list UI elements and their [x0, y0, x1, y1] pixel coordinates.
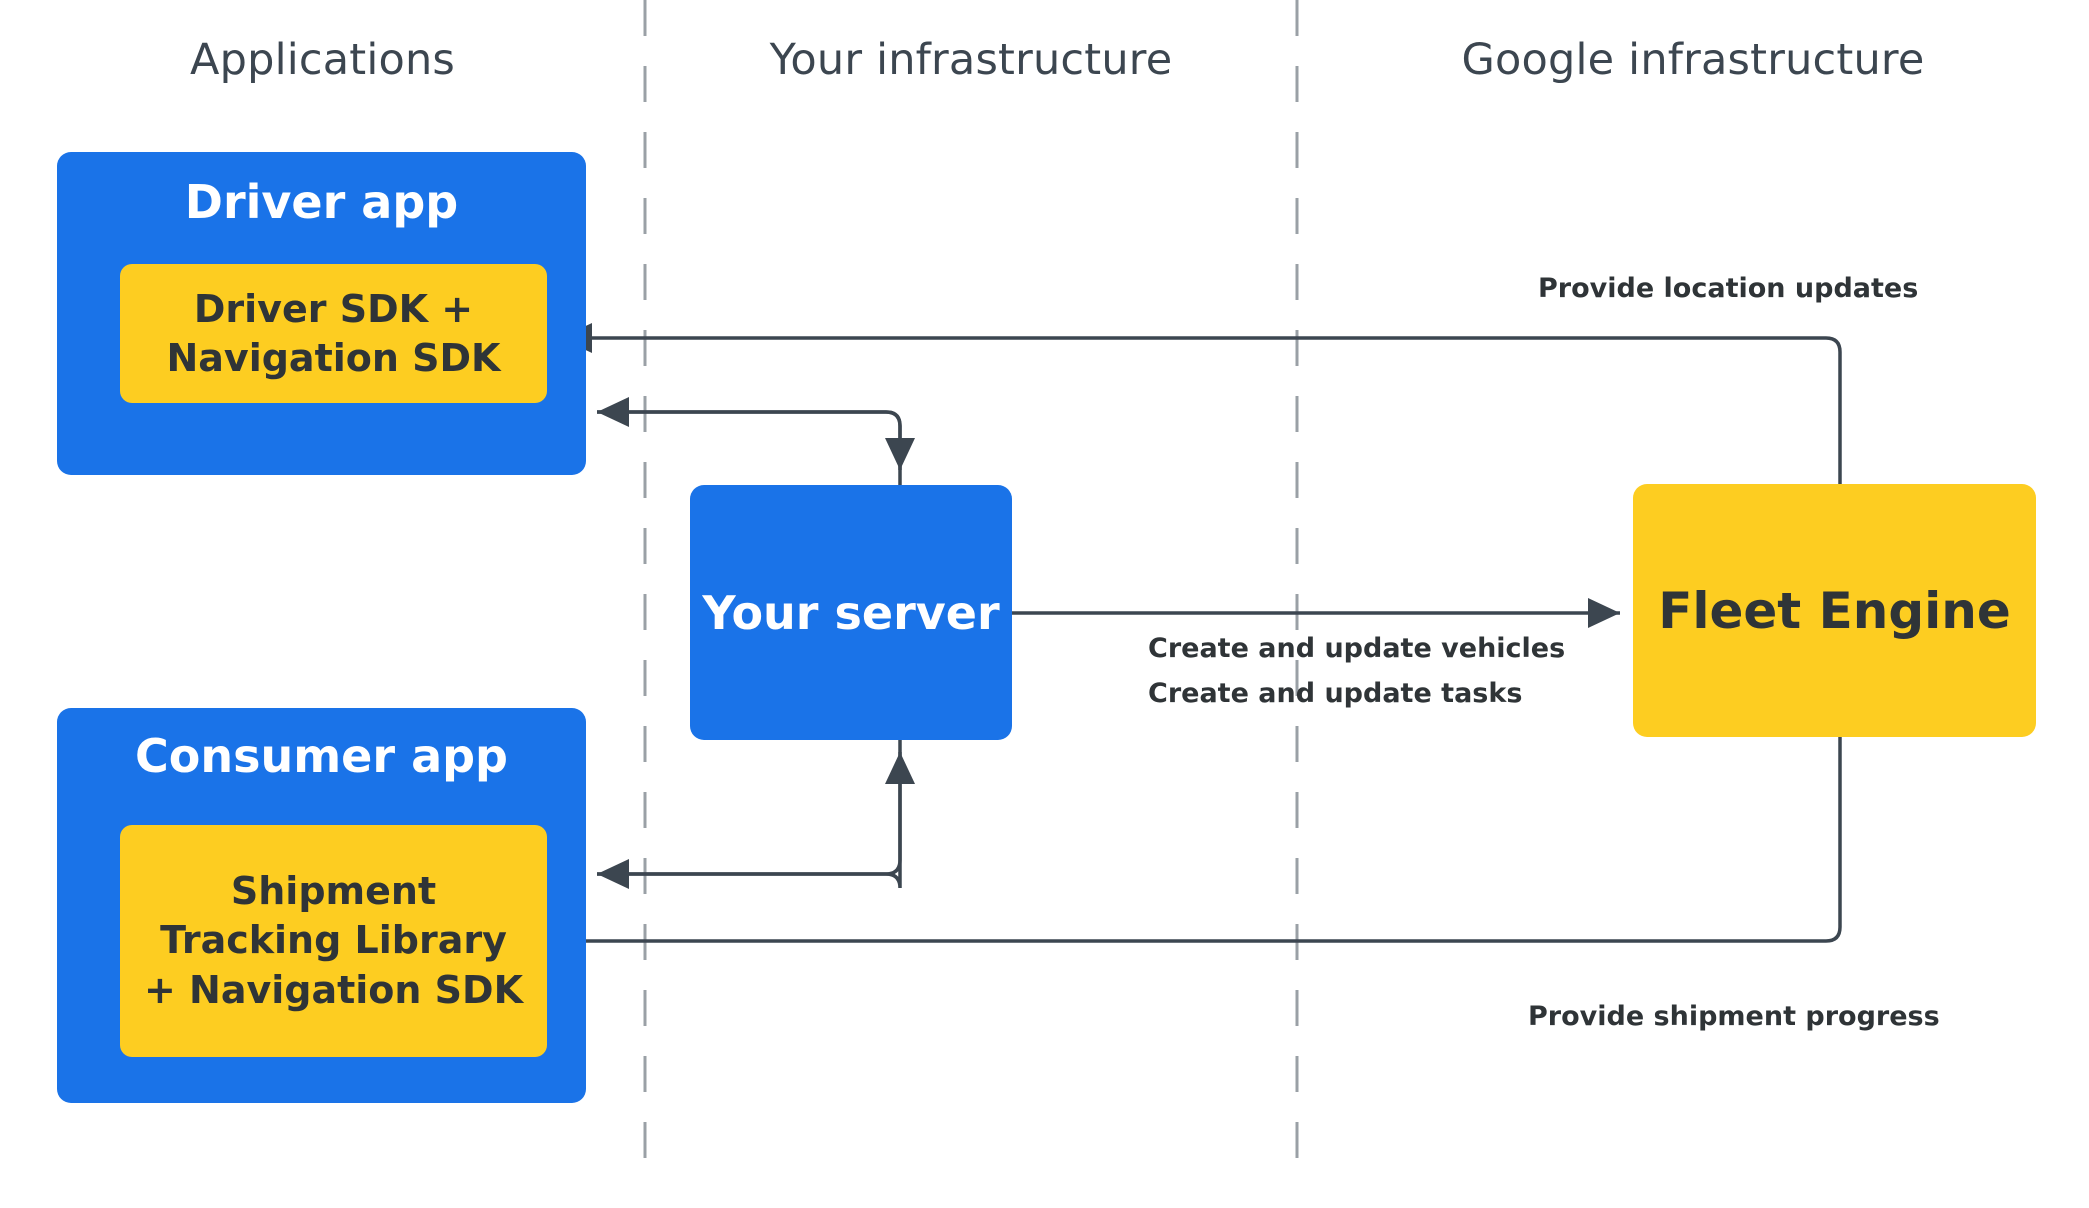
- node-your-server[interactable]: Your server: [690, 485, 1012, 740]
- driver-sdk-label: Driver SDK + Navigation SDK: [166, 285, 500, 382]
- edge-server-to-consumer: [597, 740, 902, 889]
- edge-label-create-and-update-vehicles: Create and update vehicles: [1148, 633, 1566, 664]
- edge-server-to-driver: [597, 397, 902, 485]
- shipment-tracking-library-label: Shipment Tracking Library + Navigation S…: [144, 867, 523, 1015]
- edge-label-provide-shipment-progress: Provide shipment progress: [1528, 1001, 1940, 1032]
- edge-consumer-to-server: [597, 752, 915, 876]
- edge-label-provide-location-updates: Provide location updates: [1538, 273, 1919, 304]
- stl-line-3: + Navigation SDK: [143, 967, 524, 1012]
- your-server-label: Your server: [702, 585, 1000, 640]
- fleet-engine-label: Fleet Engine: [1658, 581, 2011, 640]
- zone-title-applications: Applications: [189, 35, 456, 85]
- edge-driver-to-server: [597, 410, 915, 470]
- edge-provide-location-updates: [560, 323, 1842, 484]
- driver-app-label: Driver app: [184, 175, 459, 229]
- stl-line-2: Tracking Library: [160, 918, 507, 963]
- node-driver-sdk[interactable]: Driver SDK + Navigation SDK: [120, 264, 547, 403]
- edge-provide-shipment-progress: [554, 737, 1842, 956]
- driver-sdk-line-1: Driver SDK +: [193, 286, 474, 331]
- zone-title-your-infrastructure: Your infrastructure: [769, 35, 1173, 85]
- edge-label-create-and-update-tasks: Create and update tasks: [1148, 678, 1523, 709]
- zone-title-google-infrastructure: Google infrastructure: [1461, 35, 1925, 85]
- node-driver-app[interactable]: Driver app Driver SDK + Navigation SDK: [57, 152, 586, 475]
- node-shipment-tracking-library[interactable]: Shipment Tracking Library + Navigation S…: [120, 825, 547, 1057]
- consumer-app-label: Consumer app: [135, 729, 508, 783]
- node-fleet-engine[interactable]: Fleet Engine: [1633, 484, 2036, 737]
- stl-line-1: Shipment: [230, 868, 437, 913]
- driver-sdk-line-2: Navigation SDK: [166, 335, 501, 380]
- node-consumer-app[interactable]: Consumer app Shipment Tracking Library +…: [57, 708, 586, 1103]
